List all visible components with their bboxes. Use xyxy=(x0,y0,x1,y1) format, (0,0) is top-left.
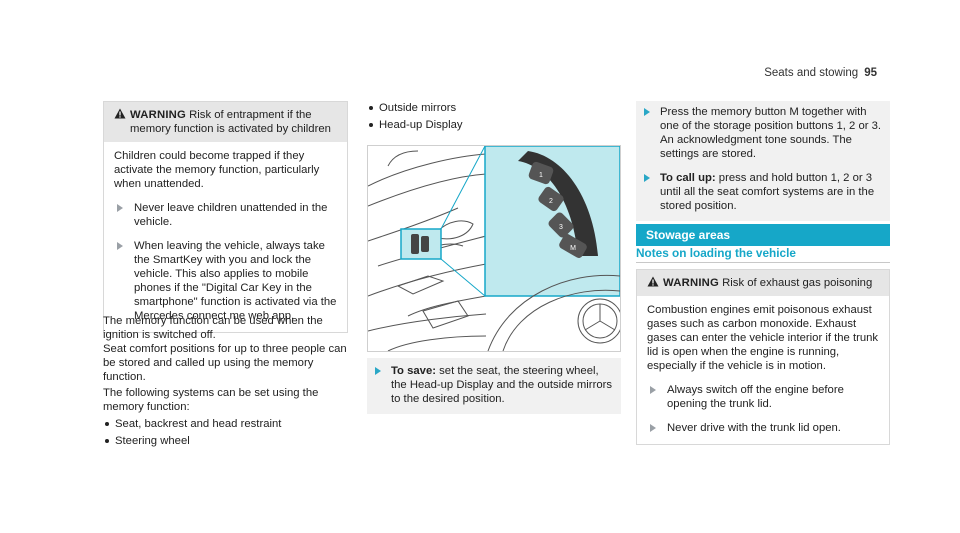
warning-body: Children could become trapped if they ac… xyxy=(104,142,347,332)
warning-title-line2: memory function is activated by children xyxy=(130,123,331,135)
header-title: Seats and stowing xyxy=(764,67,859,79)
warning-title-line1: Risk of entrapment if the xyxy=(189,109,312,121)
warning-bullet: Always switch off the engine before open… xyxy=(647,383,879,411)
warning-bullet: When leaving the vehicle, always take th… xyxy=(114,239,337,323)
warning-text: Combustion engines emit poisonous exhaus… xyxy=(647,304,879,372)
warning-title: WARNING Risk of exhaust gas poisoning xyxy=(647,276,881,290)
step-text: set the seat, the steering wheel, the He… xyxy=(391,365,613,405)
memory-function-text: The memory function can be used when the… xyxy=(103,314,348,448)
step-label: To save: xyxy=(391,365,436,377)
page-header: Seats and stowing 95 xyxy=(764,66,877,80)
button-m-label: M xyxy=(570,245,576,252)
button-2-label: 2 xyxy=(549,198,553,205)
paragraph: Seat comfort positions for up to three p… xyxy=(103,343,347,383)
warning-title: WARNING Risk of entrapment if the memory… xyxy=(114,108,339,136)
list-item: Head-up Display xyxy=(367,118,619,132)
arrow-icon xyxy=(375,367,381,375)
arrow-icon xyxy=(117,204,123,212)
entrapment-warning: WARNING Risk of entrapment if the memory… xyxy=(103,101,348,333)
section-heading: Stowage areas xyxy=(636,224,890,246)
arrow-icon xyxy=(650,424,656,432)
systems-list-continued: Outside mirrors Head-up Display xyxy=(367,101,619,132)
warning-text: Children could become trapped if they ac… xyxy=(114,150,320,190)
warning-triangle-icon xyxy=(647,276,659,287)
warning-header: WARNING Risk of entrapment if the memory… xyxy=(104,102,347,142)
exhaust-warning: WARNING Risk of exhaust gas poisoning Co… xyxy=(636,269,890,445)
warning-triangle-icon xyxy=(114,108,126,119)
save-step: To save: set the seat, the steering whee… xyxy=(367,358,621,414)
divider xyxy=(636,262,890,263)
list-item: Seat, backrest and head restraint xyxy=(103,417,348,431)
subheading: Notes on loading the vehicle xyxy=(636,246,796,260)
list-item: Outside mirrors xyxy=(367,101,619,115)
warning-header: WARNING Risk of exhaust gas poisoning xyxy=(637,270,889,296)
warning-label: WARNING xyxy=(130,109,186,121)
step-text: Press the memory button M together with … xyxy=(660,106,882,160)
paragraph: The memory function can be used when the… xyxy=(103,315,323,341)
warning-title-text: Risk of exhaust gas poisoning xyxy=(722,277,873,289)
warning-bullet: Never leave children unattended in the v… xyxy=(114,201,337,229)
instruction-step: To save: set the seat, the steering whee… xyxy=(373,364,613,406)
button-3-label: 3 xyxy=(559,224,563,231)
instruction-step: Press the memory button M together with … xyxy=(642,105,882,161)
arrow-icon xyxy=(650,386,656,394)
paragraph: The following systems can be set using t… xyxy=(103,387,319,413)
warning-body: Combustion engines emit poisonous exhaus… xyxy=(637,296,889,444)
door-panel-figure: 1 2 3 M xyxy=(367,145,621,352)
page-number: 95 xyxy=(864,67,877,79)
arrow-icon xyxy=(117,242,123,250)
warning-label: WARNING xyxy=(663,277,719,289)
door-panel-illustration: 1 2 3 M xyxy=(368,146,620,351)
memory-buttons: 1 2 3 M xyxy=(528,161,587,258)
list-item: Steering wheel xyxy=(103,434,348,448)
arrow-icon xyxy=(644,174,650,182)
steering-wheel-sketch xyxy=(487,274,620,351)
step-text: press and hold button 1, 2 or 3 until al… xyxy=(660,172,875,212)
instruction-step: To call up: press and hold button 1, 2 o… xyxy=(642,171,882,213)
step-label: To call up: xyxy=(660,172,716,184)
arrow-icon xyxy=(644,108,650,116)
memory-steps: Press the memory button M together with … xyxy=(636,101,890,221)
warning-bullet: Never drive with the trunk lid open. xyxy=(647,421,879,435)
button-1-label: 1 xyxy=(539,172,543,179)
